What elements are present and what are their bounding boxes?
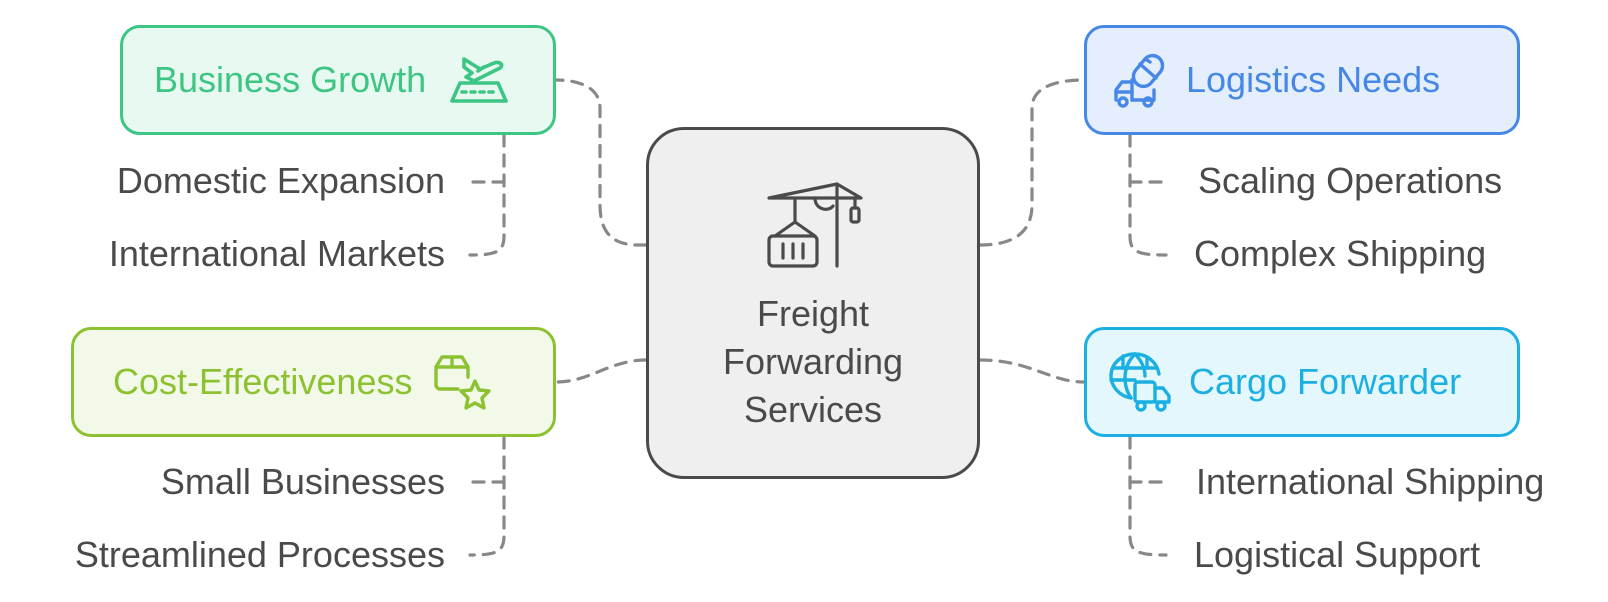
connector-center-cost bbox=[554, 358, 648, 384]
leaf-logistical-support: Logistical Support bbox=[1194, 534, 1481, 575]
branch-node-logistics-needs[interactable]: Logistics Needs bbox=[1084, 25, 1520, 135]
center-node[interactable]: Freight Forwarding Services bbox=[646, 127, 980, 479]
branch-label: Logistics Needs bbox=[1186, 59, 1441, 100]
leaf-complex-shipping: Complex Shipping bbox=[1194, 233, 1487, 274]
branch-label: Cargo Forwarder bbox=[1189, 361, 1462, 402]
branch-label: Business Growth bbox=[154, 59, 427, 100]
leaf-international-markets: International Markets bbox=[108, 233, 445, 274]
leaf-domestic-expansion: Domestic Expansion bbox=[116, 160, 445, 201]
connector-growth-children bbox=[468, 133, 506, 257]
branch-node-cargo-forwarder[interactable]: Cargo Forwarder bbox=[1084, 327, 1520, 437]
branch-node-cost-effectiveness[interactable]: Cost-Effectiveness bbox=[71, 327, 556, 437]
globe-truck-icon bbox=[1109, 352, 1171, 412]
connector-center-logistics bbox=[978, 78, 1086, 247]
truck-pill-icon bbox=[1114, 53, 1165, 108]
box-star-icon bbox=[434, 355, 492, 410]
connector-logistics-children bbox=[1128, 133, 1168, 257]
branch-label: Cost-Effectiveness bbox=[113, 361, 413, 402]
connector-cost-children bbox=[468, 435, 506, 557]
leaf-small-businesses: Small Businesses bbox=[160, 461, 445, 502]
leaf-streamlined-processes: Streamlined Processes bbox=[74, 534, 445, 575]
branch-node-business-growth[interactable]: Business Growth bbox=[120, 25, 556, 135]
connector-cargo-children bbox=[1128, 435, 1168, 557]
connector-center-cargo bbox=[978, 358, 1086, 384]
airplane-runway-icon bbox=[450, 57, 508, 103]
leaf-international-shipping: International Shipping bbox=[1196, 461, 1545, 502]
connector-center-growth bbox=[554, 78, 648, 247]
center-title: Freight Forwarding Services bbox=[722, 293, 904, 430]
leaf-scaling-operations: Scaling Operations bbox=[1198, 160, 1503, 201]
crane-container-icon bbox=[767, 182, 863, 268]
